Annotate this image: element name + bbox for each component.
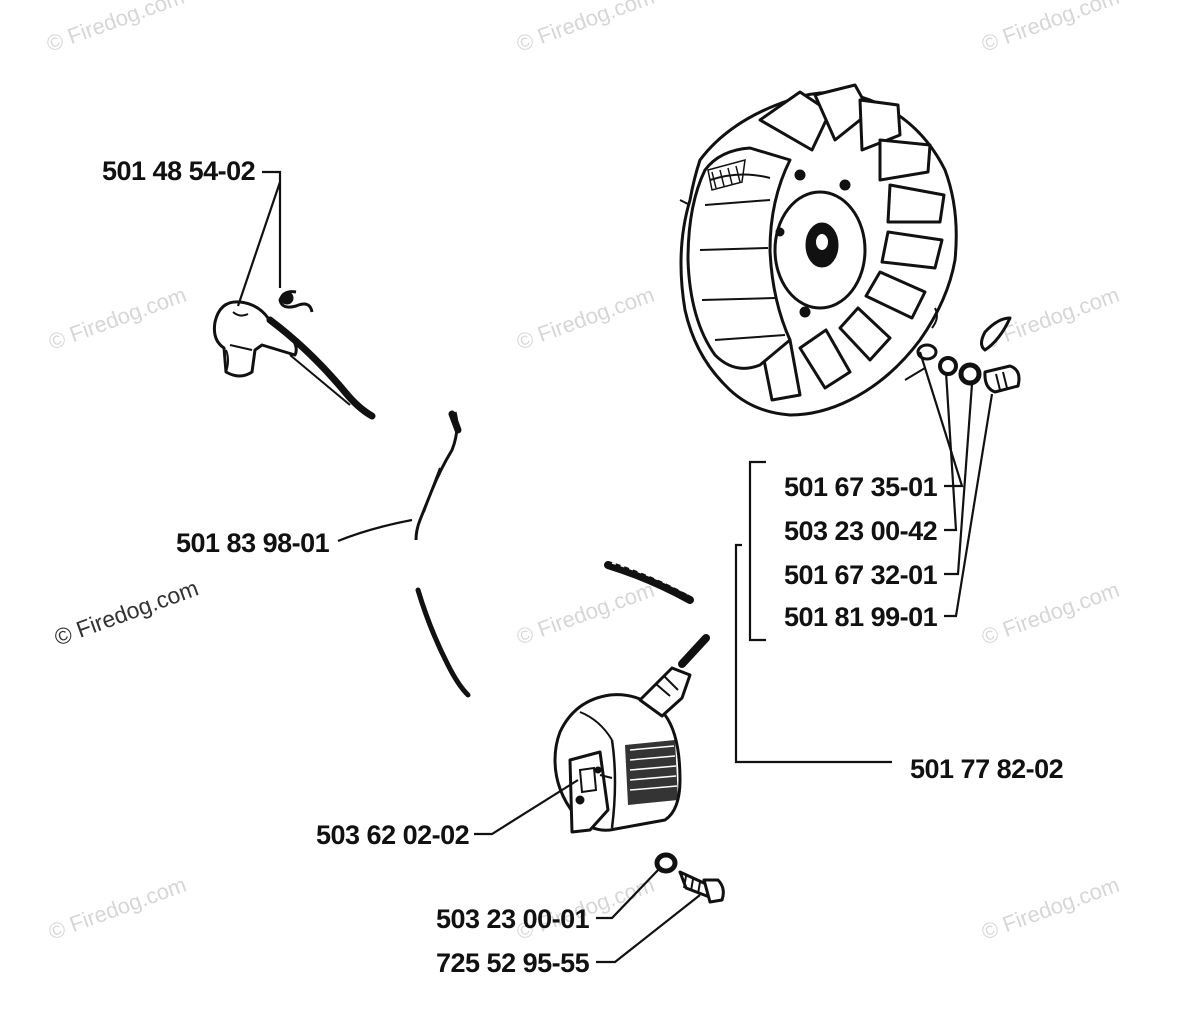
watermark: © Firedog.com — [978, 577, 1122, 650]
part-label-503-23-00-01: 503 23 00-01 — [436, 904, 590, 934]
part-label-501-67-32-01: 501 67 32-01 — [784, 560, 938, 590]
watermark: © Firedog.com — [45, 282, 189, 355]
part-label-501-48-54-02: 501 48 54-02 — [102, 156, 255, 186]
flywheel — [679, 83, 958, 417]
part-label-503-62-02-02: 503 62 02-02 — [316, 820, 469, 850]
watermark: © Firedog.com — [978, 282, 1122, 355]
watermark: © Firedog.com — [43, 0, 187, 57]
flywheel-fasteners — [904, 307, 1021, 394]
leader-lines — [236, 170, 994, 964]
watermark: © Firedog.com — [513, 282, 657, 355]
part-label-501-67-35-01: 501 67 35-01 — [784, 472, 938, 502]
spark-plug-cap — [212, 300, 376, 420]
part-label-501-81-99-01: 501 81 99-01 — [784, 602, 938, 632]
ignition-module — [553, 634, 710, 834]
watermark: © Firedog.com — [978, 0, 1122, 57]
ignition-cable — [414, 410, 694, 698]
part-label-503-23-00-42: 503 23 00-42 — [784, 516, 937, 546]
module-fasteners — [654, 852, 725, 904]
part-labels: 501 48 54-02 501 83 98-01 501 67 35-01 5… — [102, 156, 1064, 978]
watermark: © Firedog.com — [513, 577, 657, 650]
spring-clip — [278, 290, 314, 313]
part-label-501-77-82-02: 501 77 82-02 — [910, 754, 1063, 784]
part-label-501-83-98-01: 501 83 98-01 — [176, 528, 330, 558]
watermark: © Firedog.com — [51, 575, 202, 651]
part-label-725-52-95-55: 725 52 95-55 — [436, 948, 590, 978]
watermark: © Firedog.com — [45, 872, 189, 945]
watermark: © Firedog.com — [978, 872, 1122, 945]
watermark: © Firedog.com — [513, 0, 657, 57]
